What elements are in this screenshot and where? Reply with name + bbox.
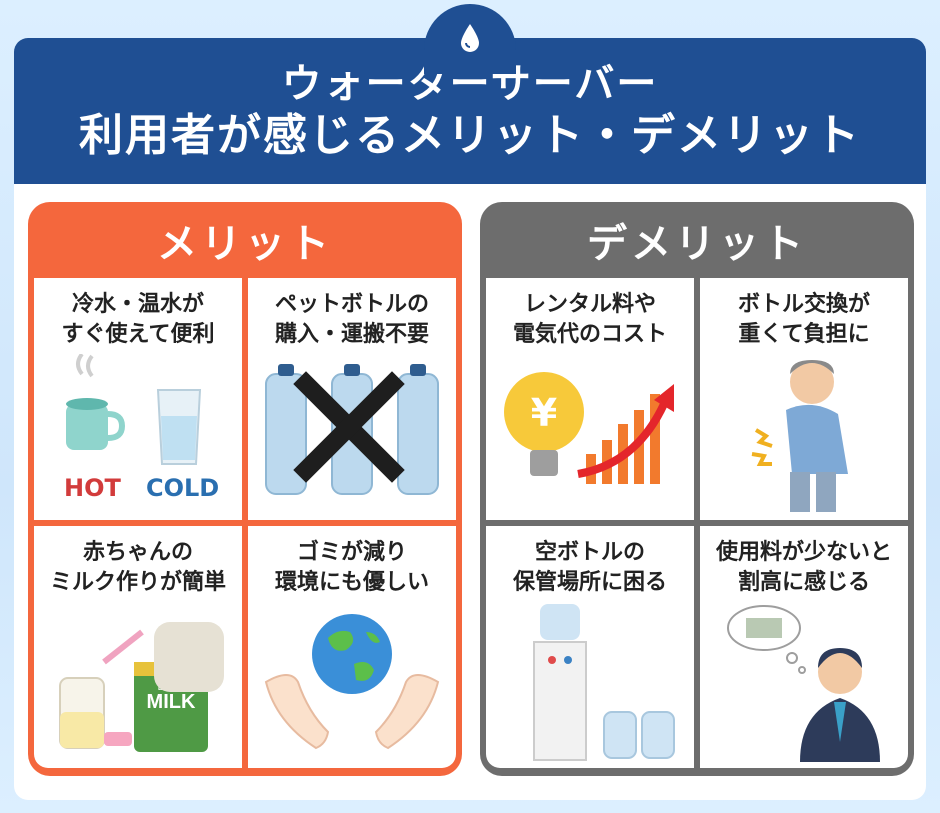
overpriced-illustration [727,605,880,762]
demerit-panel: デメリット レンタル料や 電気代のコスト ¥ [480,202,914,776]
baby-bottle-icon [59,677,132,749]
water-server-icon [533,604,587,761]
thought-bubble [727,605,806,674]
merit-item-baby-milk: 赤ちゃんの ミルク作りが簡単 MILK BABY [34,526,242,768]
demerit-item-storage: 空ボトルの 保管場所に困る [486,526,694,768]
storage-illustration [533,604,675,761]
cost-illustration: ¥ [504,372,674,484]
merit-item-label: ゴミが減り 環境にも優しい [274,540,429,595]
baby-milk-illustration: MILK BABY [59,622,224,752]
pet-bottle-illustration [265,364,439,495]
hot-label: HOT [64,474,121,502]
demerit-grid: レンタル料や 電気代のコスト ¥ [486,278,908,768]
merit-item-label: 冷水・温水が すぐ使えて便利 [61,292,215,347]
milk-can-text: MILK [147,691,196,713]
water-drop-icon [461,24,479,52]
merit-panel: メリット 冷水・温水が すぐ使えて便利 HOT COLD ペットボトルの 購入・ [28,202,462,776]
cold-label: COLD [146,474,220,502]
worried-man-icon [800,648,880,762]
demerit-item-overpriced: 使用料が少ないと 割高に感じる [700,526,908,768]
hot-cold-illustration [66,354,202,465]
yen-bulb-icon: ¥ [504,372,584,476]
rising-arrow-icon [577,384,674,478]
cross-mark-icon [293,371,405,483]
merit-item-eco: ゴミが減り 環境にも優しい [248,526,456,768]
hands-icon [264,674,440,750]
yen-symbol: ¥ [531,391,557,435]
merit-item-no-pet-bottle: ペットボトルの 購入・運搬不要 [248,278,456,520]
title-line-2: 利用者が感じるメリット・デメリット [79,110,861,161]
demerit-item-cost: レンタル料や 電気代のコスト ¥ [486,278,694,520]
hot-cup-icon [66,354,126,450]
demerit-item-label: 使用料が少ないと 割高に感じる [715,540,892,595]
empty-bottle-icon [603,711,675,759]
merit-grid: 冷水・温水が すぐ使えて便利 HOT COLD ペットボトルの 購入・運搬不要 [34,278,456,768]
demerit-item-label: ボトル交換が 重くて負担に [737,292,870,347]
merit-title: メリット [157,221,333,267]
heavy-illustration [751,360,848,512]
demerit-item-label: 空ボトルの 保管場所に困る [512,540,667,595]
cold-glass-icon [156,389,202,465]
back-pain-man-icon [786,360,848,512]
demerit-title: デメリット [587,221,807,267]
demerit-item-heavy: ボトル交換が 重くて負担に [700,278,908,520]
drop-tab [424,4,516,74]
merit-item-label: 赤ちゃんの ミルク作りが簡単 [49,540,226,595]
globe-icon [312,614,392,694]
eco-illustration [264,614,440,750]
merit-item-hot-cold: 冷水・温水が すぐ使えて便利 HOT COLD [34,278,242,520]
demerit-item-label: レンタル料や 電気代のコスト [512,292,667,347]
merit-item-label: ペットボトルの 購入・運搬不要 [274,292,429,347]
